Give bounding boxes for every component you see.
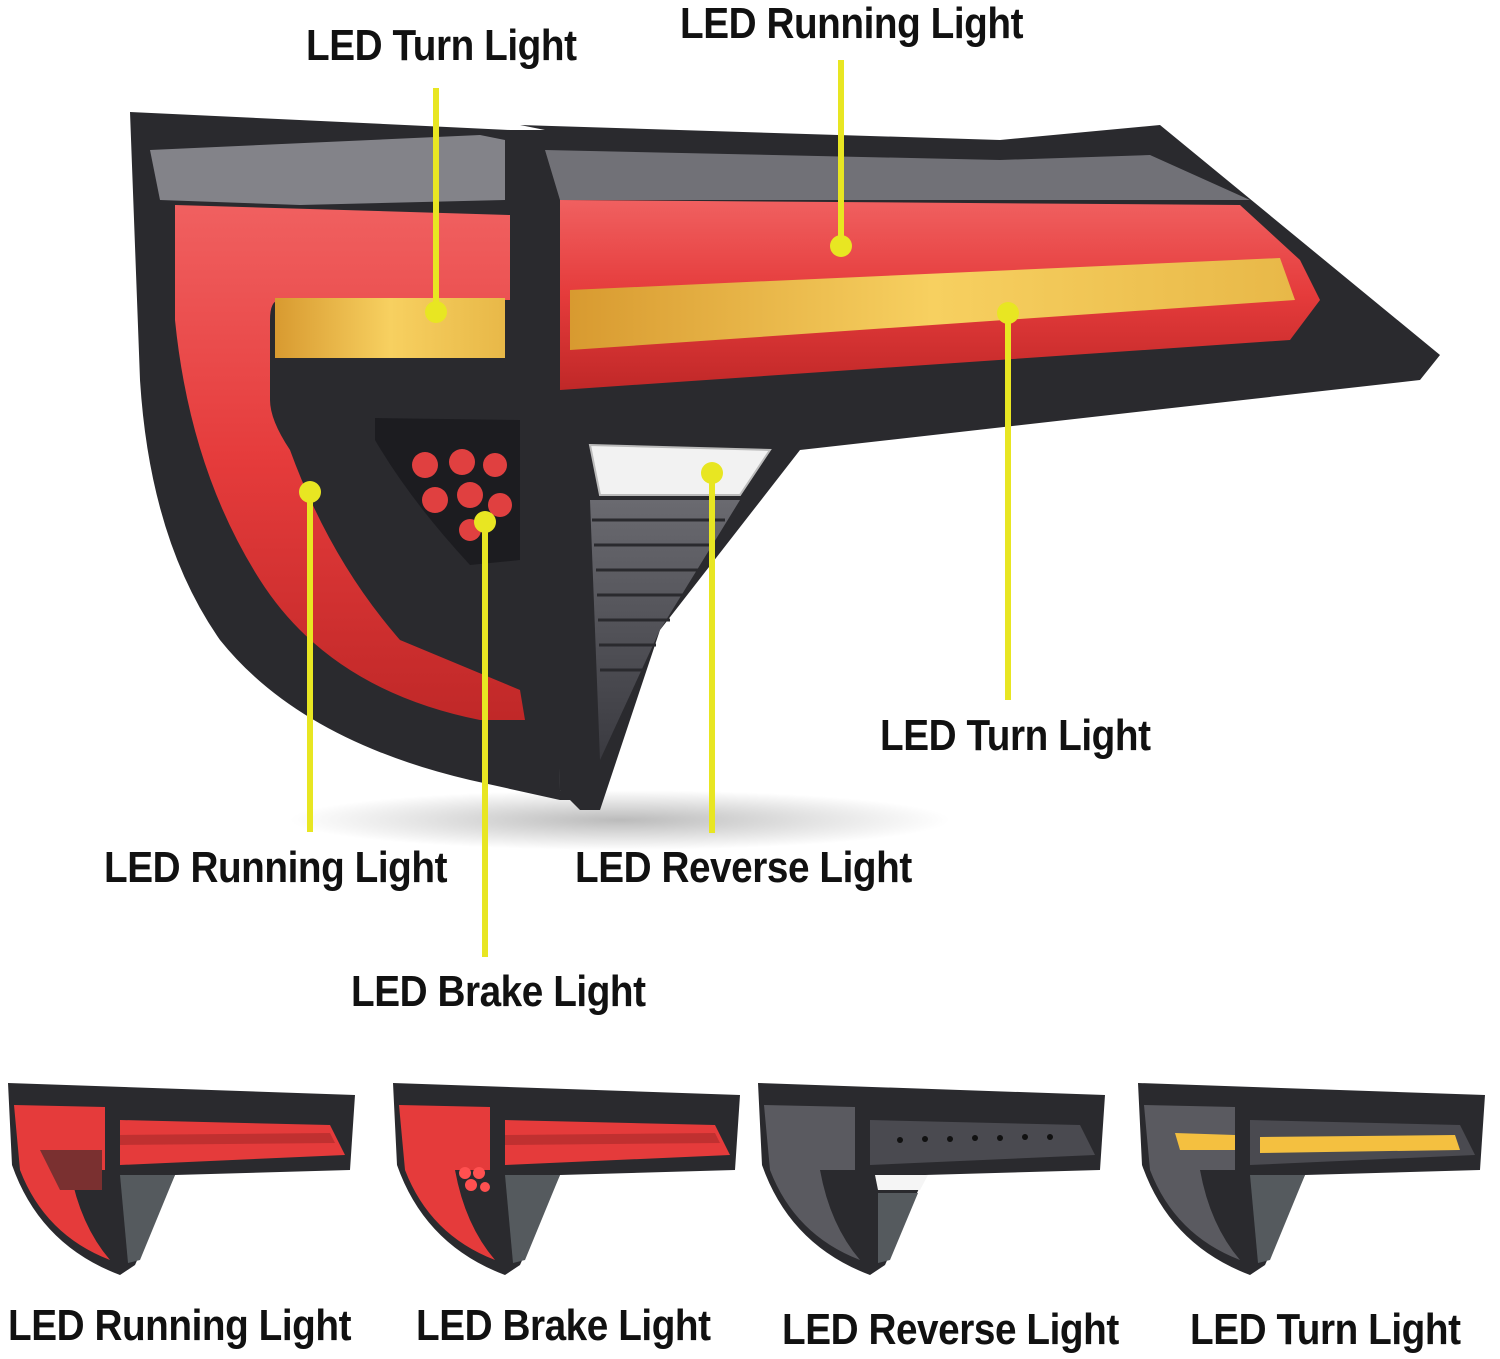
- callout-dot-turn-top: [425, 301, 447, 323]
- variant-panel-reverse: [750, 1075, 1125, 1280]
- callout-dot-brake: [474, 511, 496, 533]
- variant-panel-running: [0, 1075, 375, 1280]
- callout-line-turn-top: [433, 88, 439, 310]
- variant-running-illustration: [8, 1083, 355, 1275]
- inner-turn-light-strip: [570, 258, 1295, 350]
- callout-dot-running-top: [830, 235, 852, 257]
- label-running-top: LED Running Light: [680, 0, 1024, 48]
- callout-dot-running-left: [299, 481, 321, 503]
- outer-lamp-top-lens: [150, 135, 505, 205]
- variant-turn-illustration: [1138, 1083, 1485, 1275]
- louver-lines: [592, 518, 725, 672]
- label-turn-top: LED Turn Light: [306, 21, 577, 70]
- variant-label-reverse: LED Reverse Light: [782, 1305, 1119, 1354]
- variant-panel-brake: [385, 1075, 760, 1280]
- label-turn-right: LED Turn Light: [880, 711, 1151, 760]
- callout-dot-turn-right: [997, 302, 1019, 324]
- outer-running-light-bar: [175, 205, 525, 720]
- main-tail-light: [130, 112, 1440, 850]
- outer-turn-light-strip: [275, 298, 505, 358]
- callout-line-turn-right: [1005, 313, 1011, 700]
- variant-reverse-illustration: [758, 1083, 1105, 1275]
- brake-led-dots: [412, 449, 512, 541]
- callout-line-reverse: [709, 473, 715, 833]
- label-reverse: LED Reverse Light: [575, 843, 912, 892]
- variant-label-running: LED Running Light: [8, 1301, 352, 1350]
- label-running-left: LED Running Light: [104, 843, 448, 892]
- label-brake: LED Brake Light: [351, 967, 646, 1016]
- variant-brake-illustration: [393, 1083, 740, 1275]
- reverse-light-lens: [588, 443, 772, 496]
- callout-line-brake: [482, 522, 488, 957]
- variant-panel-turn: [1130, 1075, 1500, 1280]
- callout-dot-reverse: [701, 462, 723, 484]
- lower-louver-panel: [590, 500, 740, 760]
- callout-line-running-top: [838, 60, 844, 246]
- floor-shadow: [290, 790, 950, 850]
- variant-label-brake: LED Brake Light: [416, 1301, 711, 1350]
- variant-label-turn: LED Turn Light: [1190, 1305, 1461, 1354]
- inner-lamp-top-lens: [545, 150, 1250, 200]
- callout-line-running-left: [307, 492, 313, 832]
